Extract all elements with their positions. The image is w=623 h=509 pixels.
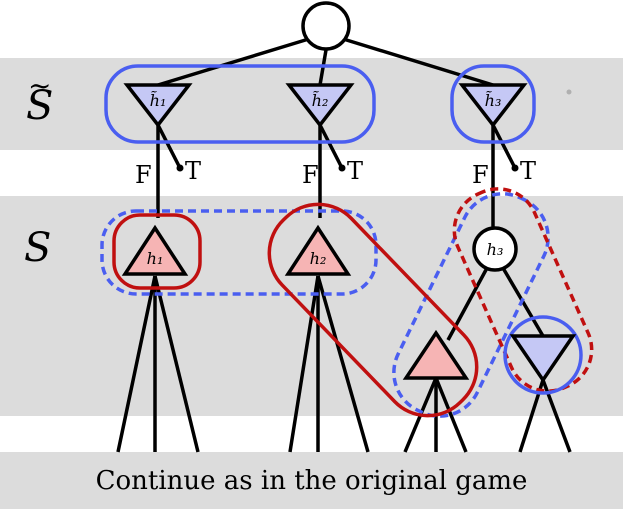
node-h2 xyxy=(284,224,352,276)
info-set-outline-tilde-h1-h2 xyxy=(104,64,376,144)
terminal-dots xyxy=(176,164,519,172)
info-set-red-h1 xyxy=(112,213,202,290)
node-h1 xyxy=(121,224,189,276)
branch-f-label-3: F xyxy=(472,161,489,189)
node-tilde-h1 xyxy=(123,83,193,128)
node-tilde-h3 xyxy=(458,83,528,128)
branch-t-label-3: T xyxy=(520,157,536,185)
s-tilde-letter: S xyxy=(26,83,54,129)
branch-t-label-2: T xyxy=(347,157,363,185)
info-set-outline-tilde-h3 xyxy=(450,64,536,144)
node-h3 xyxy=(472,226,518,272)
node-tilde-h2 xyxy=(285,83,355,128)
node-tilde-h3-label: h̃₃ xyxy=(485,91,502,110)
node-h3-label: h₃ xyxy=(487,240,504,259)
node-tilde-h2-label: h̃₂ xyxy=(312,91,329,110)
info-set-dashed-h1-h2 xyxy=(100,209,378,296)
node-h2-label: h₂ xyxy=(310,249,327,268)
stray-dot xyxy=(566,89,572,95)
branch-t-label-1: T xyxy=(185,157,201,185)
branch-labels: F T F T F T xyxy=(135,157,536,189)
node-h1-label: h₁ xyxy=(147,249,164,268)
footer-band xyxy=(0,452,623,509)
info-set-red-h2-group xyxy=(267,202,479,418)
s-label: S xyxy=(24,225,52,271)
footer-caption: Continue as in the original game xyxy=(95,465,528,496)
s-tilde-label: S ~ xyxy=(26,72,54,129)
root-node xyxy=(301,1,351,51)
node-tilde-h1-label: h̃₁ xyxy=(150,91,167,110)
node-lower-blue-triangle xyxy=(509,334,577,384)
info-set-dashed-h3-group xyxy=(392,192,550,418)
branch-f-label-1: F xyxy=(135,161,152,189)
node-lower-red-triangle xyxy=(402,329,470,380)
info-set-blue-lower-right xyxy=(503,315,583,395)
tilde-accent: ~ xyxy=(27,69,52,102)
branch-f-label-2: F xyxy=(302,161,319,189)
